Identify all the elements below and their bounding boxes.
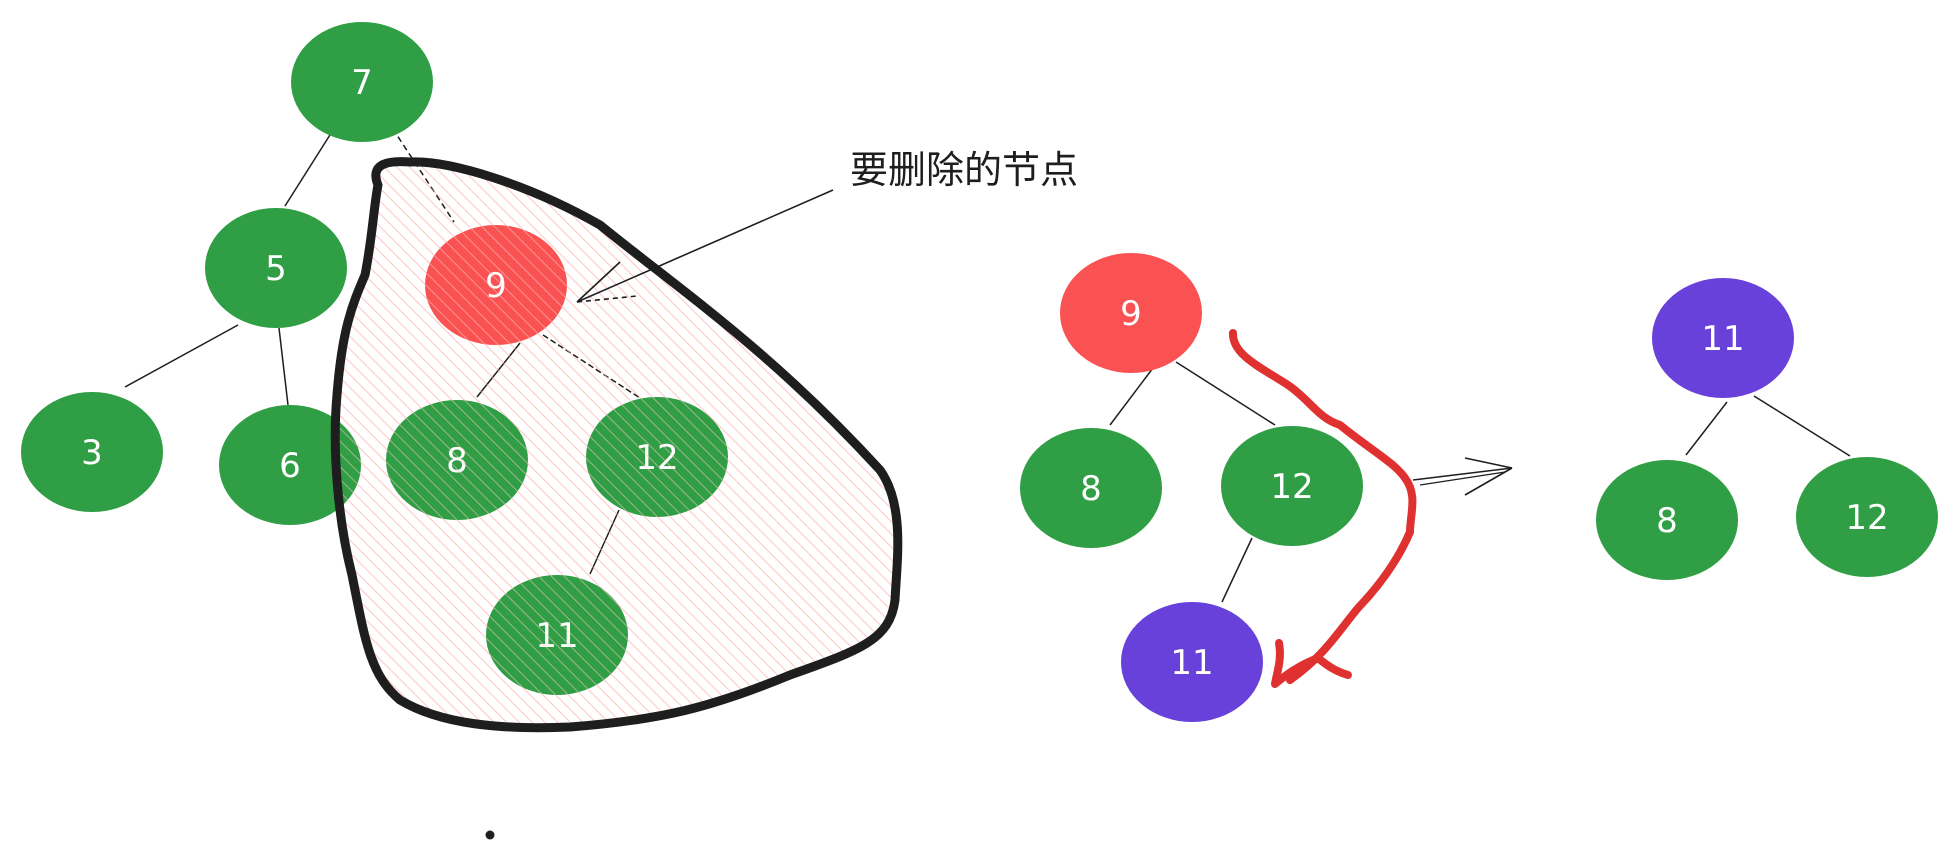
stray-dot	[485, 830, 495, 840]
deletion-region-outline	[330, 157, 903, 733]
original-node-3: 3	[21, 392, 163, 512]
edge-b12-b11	[1221, 537, 1253, 603]
before-node-8-circle	[1020, 428, 1162, 548]
before-node-9-label: 9	[1120, 294, 1142, 334]
after-node-8-circle	[1596, 460, 1738, 580]
after-node-11-circle	[1652, 278, 1794, 398]
after-node-12-circle	[1796, 457, 1938, 577]
original-node-7-label: 7	[351, 63, 373, 103]
edge-b9-b12	[1175, 361, 1276, 426]
before-node-9: 9	[1060, 253, 1202, 373]
after-node-11-label: 11	[1701, 319, 1744, 359]
original-node-6-circle	[219, 405, 361, 525]
subtree-after-nodes: 11 8 12	[1596, 278, 1938, 580]
edge-5-6	[278, 327, 289, 406]
original-node-3-circle	[21, 392, 163, 512]
edge-7-5	[284, 126, 336, 207]
after-node-11: 11	[1652, 278, 1794, 398]
before-node-8-label: 8	[1080, 469, 1102, 509]
before-node-11: 11	[1121, 602, 1263, 722]
original-node-7-circle	[291, 22, 433, 142]
before-node-8: 8	[1020, 428, 1162, 548]
original-node-6-label: 6	[279, 446, 301, 486]
subtree-before-edges	[1109, 361, 1276, 603]
before-node-12-circle	[1221, 426, 1363, 546]
original-node-7: 7	[291, 22, 433, 142]
original-node-5-label: 5	[265, 249, 287, 289]
original-node-5: 5	[205, 208, 347, 328]
deletion-region-overlay	[335, 161, 898, 728]
edge-a11-a12	[1753, 395, 1851, 457]
subtree-before-nodes: 9 8 12 11	[1020, 253, 1363, 722]
after-node-8: 8	[1596, 460, 1738, 580]
edge-b9-b8	[1109, 367, 1154, 426]
successor-move-arrow	[1229, 329, 1417, 688]
before-node-12: 12	[1221, 426, 1363, 546]
original-node-3-label: 3	[81, 433, 103, 473]
original-node-5-circle	[205, 208, 347, 328]
annotation-label: 要删除的节点	[850, 148, 1078, 192]
after-node-8-label: 8	[1656, 501, 1678, 541]
after-node-12: 12	[1796, 457, 1938, 577]
transform-arrow	[1412, 457, 1513, 496]
original-node-6: 6	[219, 405, 361, 525]
annotation-arrow	[576, 189, 834, 303]
before-node-9-circle	[1060, 253, 1202, 373]
before-node-12-label: 12	[1270, 467, 1313, 507]
after-node-12-label: 12	[1845, 498, 1888, 538]
before-node-11-label: 11	[1170, 643, 1213, 683]
edge-5-3	[124, 324, 239, 388]
subtree-after-edges	[1685, 395, 1851, 457]
edge-a11-a8	[1685, 401, 1728, 456]
before-node-11-circle	[1121, 602, 1263, 722]
